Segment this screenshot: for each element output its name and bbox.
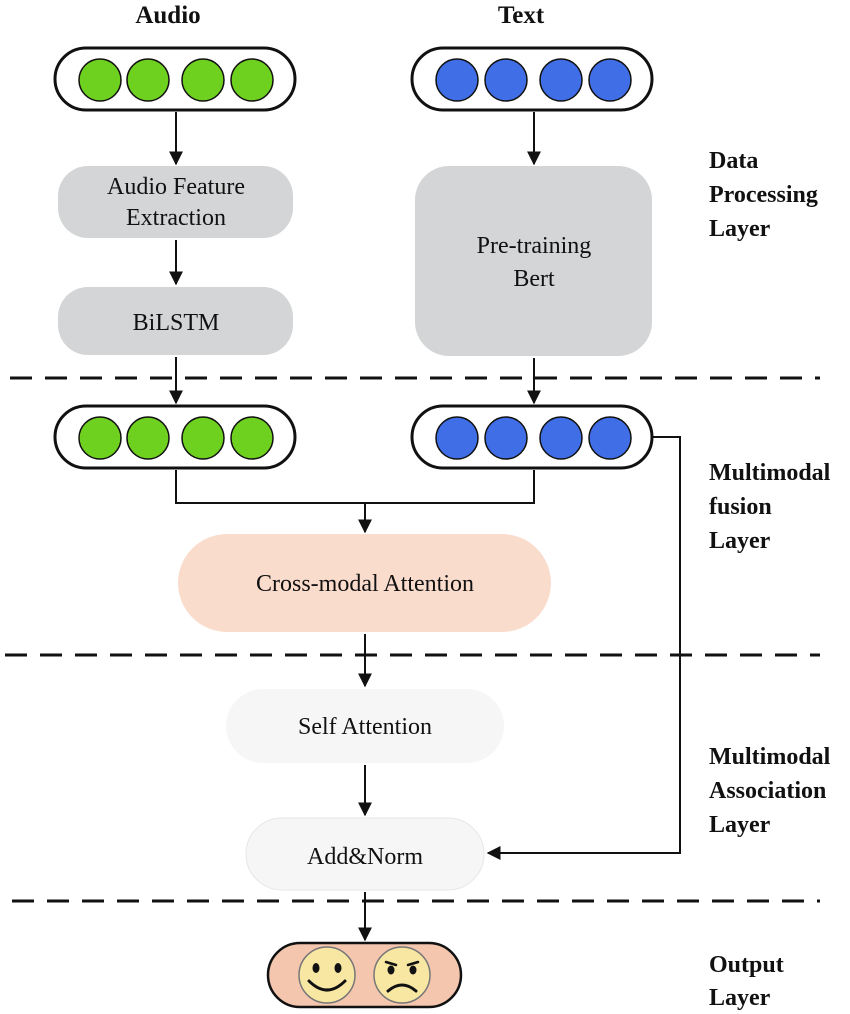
pretraining-bert-box: Pre-training Bert — [415, 166, 652, 356]
audio-feature-label: Extraction — [126, 205, 226, 231]
residual-connector — [486, 436, 681, 860]
pretraining-label: Bert — [513, 266, 555, 292]
self-attention-label: Self Attention — [298, 714, 432, 740]
self-attention-box: Self Attention — [226, 689, 504, 763]
bilstm-box: BiLSTM — [58, 287, 293, 355]
layer-label-line: Multimodal — [709, 460, 831, 486]
audio-node — [181, 416, 225, 460]
audio-feature-vector — [53, 404, 297, 470]
audio-input-vector — [53, 46, 297, 112]
add-norm-box: Add&Norm — [245, 817, 485, 891]
layer-label-line: Association — [709, 778, 826, 804]
layer-label-line: Layer — [709, 216, 771, 242]
cross-modal-attention-box: Cross-modal Attention — [178, 534, 551, 632]
text-input-vector — [410, 46, 654, 112]
text-node — [484, 58, 528, 102]
audio-feature-label: Audio Feature — [107, 174, 245, 200]
audio-node — [230, 58, 274, 102]
text-header: Text — [498, 2, 545, 29]
data-processing-layer-label: Data Processing Layer — [709, 148, 818, 242]
output-layer-label: Output Layer — [709, 952, 784, 1011]
audio-node — [126, 416, 170, 460]
text-feature-vector — [410, 404, 654, 470]
audio-feature-extraction-box: Audio Feature Extraction — [58, 166, 293, 238]
text-node — [435, 416, 479, 460]
text-node — [435, 58, 479, 102]
layer-label-line: fusion — [709, 494, 772, 520]
audio-node — [181, 58, 225, 102]
audio-node — [230, 416, 274, 460]
text-node — [588, 416, 632, 460]
bilstm-label: BiLSTM — [133, 310, 220, 336]
layer-label-line: Layer — [709, 985, 771, 1011]
layer-label-line: Multimodal — [709, 744, 831, 770]
layer-label-line: Output — [709, 952, 784, 978]
audio-node — [78, 416, 122, 460]
multimodal-association-layer-label: Multimodal Association Layer — [709, 744, 831, 838]
merge-connector — [175, 470, 535, 504]
text-node — [539, 58, 583, 102]
layer-label-line: Layer — [709, 812, 771, 838]
audio-node — [78, 58, 122, 102]
output-pill — [266, 941, 463, 1009]
layer-label-line: Processing — [709, 182, 818, 208]
text-node — [588, 58, 632, 102]
add-norm-label: Add&Norm — [307, 844, 423, 870]
audio-header: Audio — [135, 2, 200, 29]
pretraining-label: Pre-training — [477, 233, 592, 259]
frowning-face-icon — [373, 946, 431, 1004]
layer-label-line: Data — [709, 148, 758, 174]
multimodal-fusion-layer-label: Multimodal fusion Layer — [709, 460, 831, 554]
cross-modal-label: Cross-modal Attention — [256, 571, 474, 597]
smiling-face-icon — [298, 946, 356, 1004]
text-node — [539, 416, 583, 460]
audio-node — [126, 58, 170, 102]
layer-label-line: Layer — [709, 528, 771, 554]
text-node — [484, 416, 528, 460]
